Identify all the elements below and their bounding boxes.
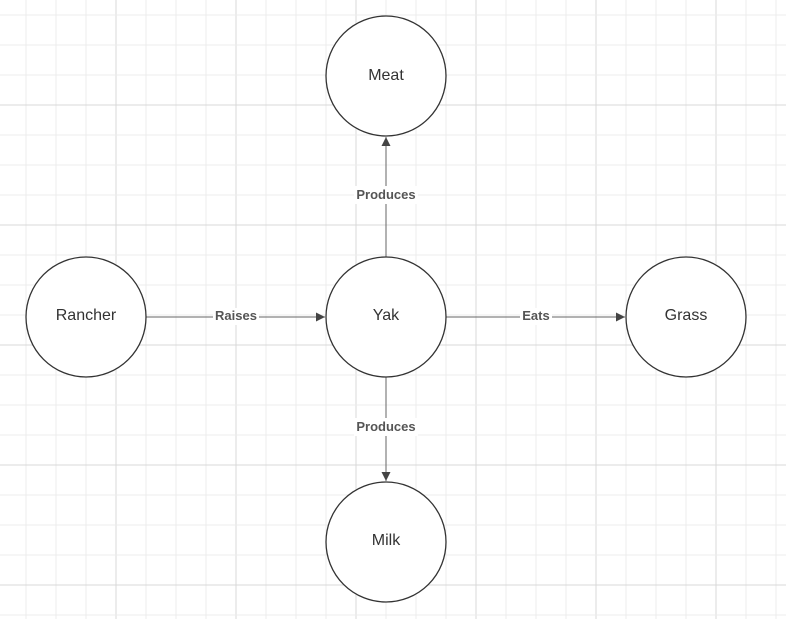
edge-label-produces-meat: Produces (356, 187, 415, 202)
node-rancher[interactable]: Rancher (25, 256, 147, 378)
node-label-meat: Meat (368, 67, 404, 84)
node-meat[interactable]: Meat (325, 15, 447, 137)
node-label-yak: Yak (373, 307, 400, 324)
node-label-grass: Grass (665, 307, 708, 324)
node-label-milk: Milk (372, 532, 401, 549)
edge-yak-meat[interactable]: Produces (354, 137, 418, 257)
edge-yak-grass[interactable]: Eats (446, 308, 625, 325)
edge-yak-milk[interactable]: Produces (354, 377, 418, 481)
edge-label-eats: Eats (522, 308, 549, 323)
edge-label-raises: Raises (215, 308, 257, 323)
edge-rancher-yak[interactable]: Raises (146, 308, 325, 325)
node-grass[interactable]: Grass (625, 256, 747, 378)
node-yak[interactable]: Yak (325, 256, 447, 378)
node-label-rancher: Rancher (56, 307, 117, 324)
node-milk[interactable]: Milk (325, 481, 447, 603)
edge-label-produces-milk: Produces (356, 419, 415, 434)
